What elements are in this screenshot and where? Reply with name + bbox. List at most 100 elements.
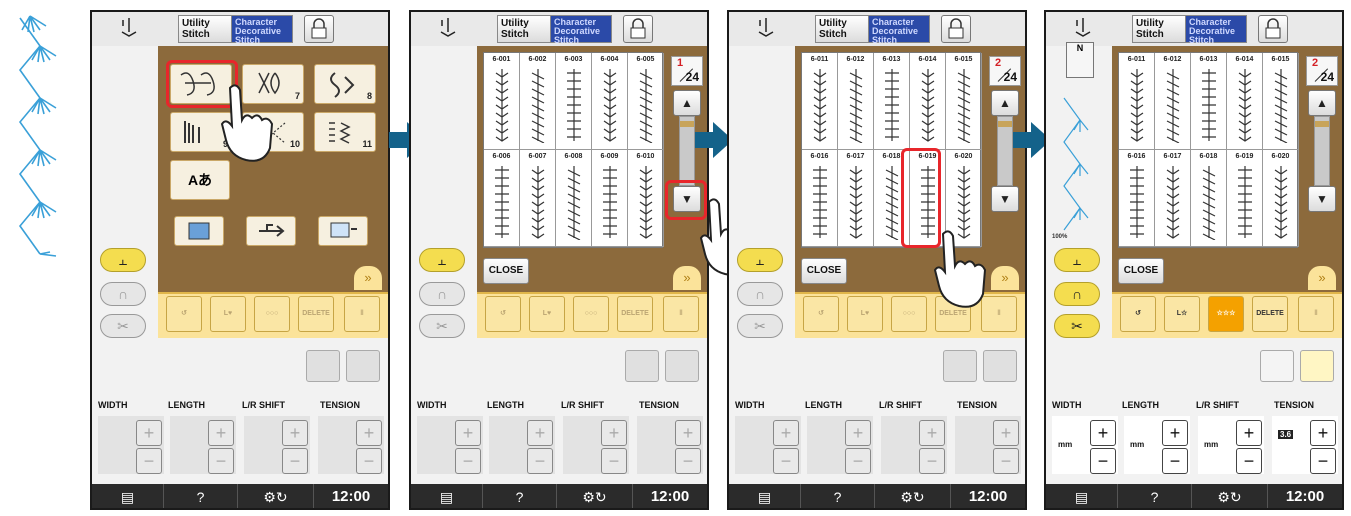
length-minus-button[interactable]: − [208,448,234,474]
pattern-cell[interactable]: 6-012 [838,53,874,150]
needle-icon[interactable] [1072,16,1094,38]
pc-button[interactable] [318,216,368,246]
delete-button[interactable]: DELETE [1252,296,1288,332]
edit-button-1[interactable]: ↺ [166,296,202,332]
edit-button-3[interactable]: ○○○ [891,296,927,332]
collapse-button[interactable]: » [1308,266,1336,290]
pattern-cell[interactable]: 6-014 [1227,53,1263,150]
close-button[interactable]: CLOSE [1118,258,1164,284]
collapse-button[interactable]: » [354,266,382,290]
manual-button[interactable]: ▤ [1046,484,1118,508]
needle-icon[interactable] [437,16,459,38]
view-button-1[interactable] [306,350,340,382]
settings-button[interactable]: ⚙↻ [1192,484,1268,508]
pattern-cell[interactable]: 6-010 [628,150,664,247]
lr-shift-minus-button[interactable]: − [601,448,627,474]
tension-plus-button[interactable]: + [993,420,1019,446]
pattern-cell[interactable]: 6-004 [592,53,628,150]
pattern-cell[interactable]: 6-001 [484,53,520,150]
edit-button-5[interactable]: ‖ [663,296,699,332]
category-satin-stitch[interactable]: 7 [242,64,304,104]
view-button-2[interactable] [983,350,1017,382]
view-button-1[interactable] [1260,350,1294,382]
lr-shift-minus-button[interactable]: − [1236,448,1262,474]
stitch-setting-button[interactable]: ⫠ [419,248,465,272]
pattern-cell[interactable]: 6-019 [1227,150,1263,247]
delete-button[interactable]: DELETE [298,296,334,332]
settings-button[interactable]: ⚙↻ [557,484,633,508]
edit-button-5[interactable]: ‖ [344,296,380,332]
pattern-cell[interactable]: 6-011 [1119,53,1155,150]
pattern-cell[interactable]: 6-007 [520,150,556,247]
close-button[interactable]: CLOSE [483,258,529,284]
edit-button-3[interactable]: ○○○ [573,296,609,332]
manual-button[interactable]: ▤ [729,484,801,508]
lr-shift-minus-button[interactable]: − [282,448,308,474]
width-minus-button[interactable]: − [455,448,481,474]
edit-button-2[interactable]: L☆ [1164,296,1200,332]
scroll-thumb[interactable] [679,116,695,186]
lock-button[interactable] [1258,15,1288,43]
thread-cutter-button[interactable]: ✂ [100,314,146,338]
pattern-cell[interactable]: 6-014 [910,53,946,150]
needle-icon[interactable] [118,16,140,38]
width-plus-button[interactable]: + [136,420,162,446]
reverse-stitch-button[interactable]: ∩ [419,282,465,306]
scroll-bar[interactable]: ▲ ▼ [673,86,701,216]
lock-button[interactable] [623,15,653,43]
pattern-cell[interactable]: 6-017 [1155,150,1191,247]
pattern-cell[interactable]: 6-016 [1119,150,1155,247]
tension-plus-button[interactable]: + [675,420,701,446]
pattern-cell[interactable]: 6-017 [838,150,874,247]
manual-button[interactable]: ▤ [92,484,164,508]
length-minus-button[interactable]: − [1162,448,1188,474]
view-button-2[interactable] [1300,350,1334,382]
length-minus-button[interactable]: − [527,448,553,474]
scroll-thumb[interactable] [997,116,1013,186]
scroll-up-button[interactable]: ▲ [673,90,701,116]
thread-cutter-button[interactable]: ✂ [419,314,465,338]
category-cross-stitch[interactable]: 8 [314,64,376,104]
pattern-cell[interactable]: 6-013 [874,53,910,150]
settings-button[interactable]: ⚙↻ [238,484,314,508]
collapse-button[interactable]: » [673,266,701,290]
stitch-setting-button[interactable]: ⫠ [737,248,783,272]
pattern-cell[interactable]: 6-011 [802,53,838,150]
lr-shift-minus-button[interactable]: − [919,448,945,474]
help-button[interactable]: ? [801,484,875,508]
pattern-cell[interactable]: 6-016 [802,150,838,247]
scroll-up-button[interactable]: ▲ [1308,90,1336,116]
pattern-cell[interactable]: 6-020 [946,150,982,247]
pattern-cell[interactable]: 6-002 [520,53,556,150]
reverse-stitch-button[interactable]: ∩ [100,282,146,306]
needle-icon[interactable] [755,16,777,38]
tension-plus-button[interactable]: + [1310,420,1336,446]
scroll-down-button[interactable]: ▼ [673,186,701,212]
pattern-cell[interactable]: 6-013 [1191,53,1227,150]
lock-button[interactable] [941,15,971,43]
category-9[interactable]: 9 [170,112,232,152]
pattern-cell[interactable]: 6-006 [484,150,520,247]
tension-minus-button[interactable]: − [993,448,1019,474]
edit-button-2[interactable]: L♥ [847,296,883,332]
view-button-2[interactable] [665,350,699,382]
scroll-up-button[interactable]: ▲ [991,90,1019,116]
tension-minus-button[interactable]: − [1310,448,1336,474]
edit-button-5[interactable]: ‖ [1298,296,1334,332]
category-character-alphabet[interactable]: Aあ [170,160,230,200]
pattern-cell[interactable]: 6-015 [946,53,982,150]
pattern-cell[interactable]: 6-015 [1263,53,1299,150]
width-plus-button[interactable]: + [455,420,481,446]
edit-button-1[interactable]: ↺ [1120,296,1156,332]
delete-button[interactable]: DELETE [617,296,653,332]
length-minus-button[interactable]: − [845,448,871,474]
reverse-stitch-button[interactable]: ∩ [1054,282,1100,306]
width-minus-button[interactable]: − [773,448,799,474]
category-decorative-stitch[interactable] [170,64,232,104]
lr-shift-plus-button[interactable]: + [919,420,945,446]
settings-button[interactable]: ⚙↻ [875,484,951,508]
stitch-setting-button[interactable]: ⫠ [1054,248,1100,272]
reverse-stitch-button[interactable]: ∩ [737,282,783,306]
